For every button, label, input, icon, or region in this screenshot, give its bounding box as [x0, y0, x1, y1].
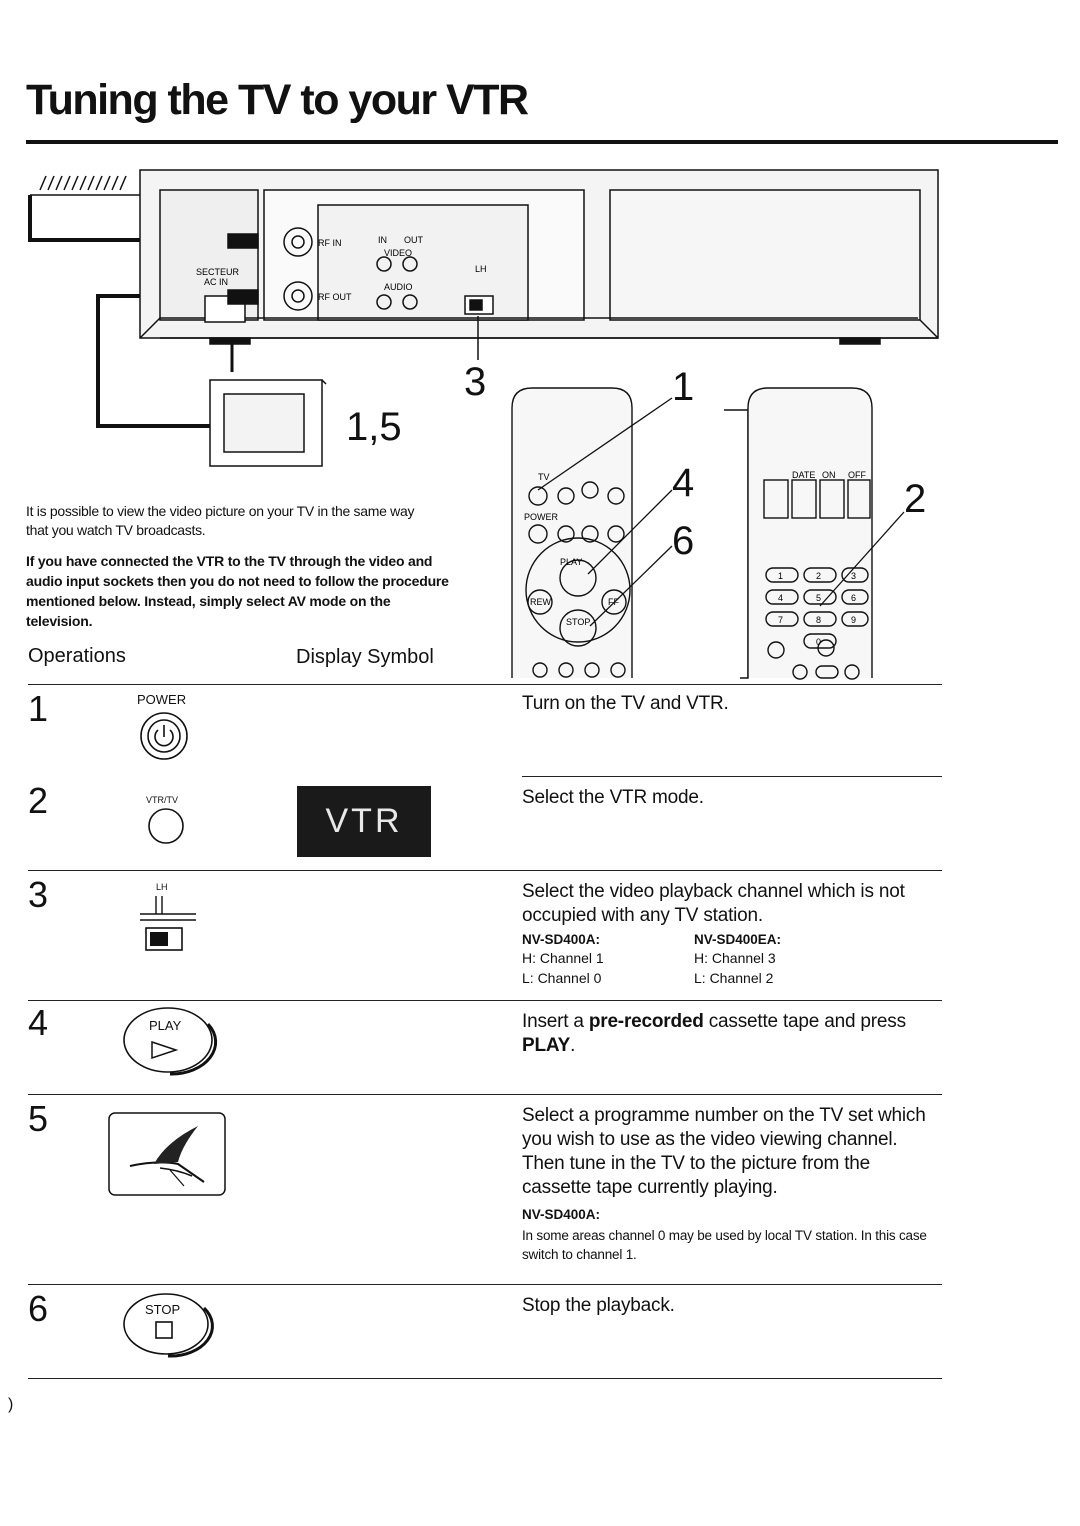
step-3-description: Select the video playback channel which … — [522, 881, 905, 926]
stop-button-label: STOP — [145, 1302, 181, 1317]
remote-power-label: POWER — [524, 512, 559, 522]
remote-front-icon — [511, 387, 633, 678]
model-ea-h: H: Channel 3 — [694, 950, 776, 966]
remote-off-label: OFF — [848, 470, 866, 480]
stop-button-icon — [123, 1293, 214, 1358]
step-3-number: 3 — [28, 874, 49, 915]
tv-set-icon — [209, 379, 327, 467]
lh-switch-label: LH — [156, 882, 168, 892]
rf-in-label: RF IN — [318, 238, 342, 248]
lh-label: LH — [475, 264, 487, 274]
key-6: 6 — [851, 593, 856, 603]
key-8: 8 — [816, 615, 821, 625]
callout-1-5: 1,5 — [346, 405, 402, 449]
operations-header: Operations — [28, 645, 126, 667]
intro-text: It is possible to view the video picture… — [26, 503, 415, 538]
play-button-icon — [123, 1007, 218, 1076]
step-5-description: Select a programme number on the TV set … — [522, 1105, 926, 1198]
connection-illustration: RF IN RF OUT IN OUT VIDEO AUDIO LH SECTE… — [28, 169, 939, 680]
callout-4: 4 — [672, 461, 694, 505]
display-symbol-header: Display Symbol — [296, 646, 434, 668]
remote-rew-label: REW — [530, 597, 552, 607]
title-rule — [26, 140, 1058, 144]
step-5-note-model: NV-SD400A: — [522, 1207, 601, 1222]
secteur-label: SECTEUR — [196, 267, 240, 277]
divider — [28, 1000, 942, 1001]
step-6-description: Stop the playback. — [522, 1295, 675, 1316]
vtr-display-symbol: VTR — [297, 786, 431, 857]
key-2: 2 — [816, 571, 821, 581]
power-icon — [140, 712, 188, 760]
step-2-description: Select the VTR mode. — [522, 787, 704, 808]
divider — [28, 1094, 942, 1095]
intro-note-bold: If you have connected the VTR to the TV … — [26, 553, 449, 629]
lh-switch-icon — [140, 896, 196, 951]
play-button-label: PLAY — [149, 1018, 182, 1033]
model-ea-l: L: Channel 2 — [694, 970, 774, 986]
callout-2: 2 — [904, 477, 926, 521]
remote-play-label: PLAY — [560, 557, 582, 567]
callout-leader-lines — [537, 397, 905, 627]
model-a-name: NV-SD400A: — [522, 932, 601, 947]
step-2-number: 2 — [28, 780, 49, 821]
antenna-icon — [30, 175, 140, 196]
remote-panel-open-icon — [724, 387, 873, 680]
page-edge-mark: ) — [8, 1396, 14, 1413]
remote-on-label: ON — [822, 470, 836, 480]
in-label: IN — [378, 235, 387, 245]
key-9: 9 — [851, 615, 856, 625]
key-5: 5 — [816, 593, 821, 603]
key-3: 3 — [851, 571, 856, 581]
step-4-number: 4 — [28, 1002, 49, 1043]
key-1: 1 — [778, 571, 783, 581]
model-ea-name: NV-SD400EA: — [694, 932, 782, 947]
step-4-description: Insert a pre-recorded cassette tape and … — [522, 1011, 906, 1056]
vtr-tv-button-label: VTR/TV — [146, 795, 179, 805]
rf-out-label: RF OUT — [318, 292, 352, 302]
vcr-rear-panel — [139, 169, 939, 345]
key-4: 4 — [778, 593, 783, 603]
callout-6: 6 — [672, 519, 694, 563]
model-a-l: L: Channel 0 — [522, 970, 602, 986]
step-1-description: Turn on the TV and VTR. — [522, 693, 729, 714]
remote-stop-label: STOP — [566, 617, 590, 627]
divider — [28, 1284, 942, 1285]
divider — [28, 684, 942, 685]
tv-picture-crane-icon — [108, 1112, 226, 1196]
vtr-tv-button-icon — [148, 808, 184, 844]
divider — [28, 870, 942, 871]
key-7: 7 — [778, 615, 783, 625]
video-label: VIDEO — [384, 248, 412, 258]
out-label: OUT — [404, 235, 424, 245]
remote-date-label: DATE — [792, 470, 815, 480]
remote-tv-label: TV — [538, 472, 550, 482]
step-6-number: 6 — [28, 1288, 49, 1329]
audio-label: AUDIO — [384, 282, 413, 292]
step-5-note: In some areas channel 0 may be used by l… — [522, 1228, 927, 1262]
model-a-h: H: Channel 1 — [522, 950, 604, 966]
divider — [28, 1378, 942, 1379]
divider — [522, 776, 942, 777]
ac-in-label: AC IN — [204, 277, 228, 287]
step-5-number: 5 — [28, 1098, 49, 1139]
callout-3: 3 — [464, 360, 486, 404]
step-1-number: 1 — [28, 688, 49, 729]
callout-1: 1 — [672, 365, 694, 409]
power-button-label: POWER — [137, 692, 187, 707]
page-title: Tuning the TV to your VTR — [26, 76, 529, 124]
key-0: 0 — [816, 637, 821, 647]
